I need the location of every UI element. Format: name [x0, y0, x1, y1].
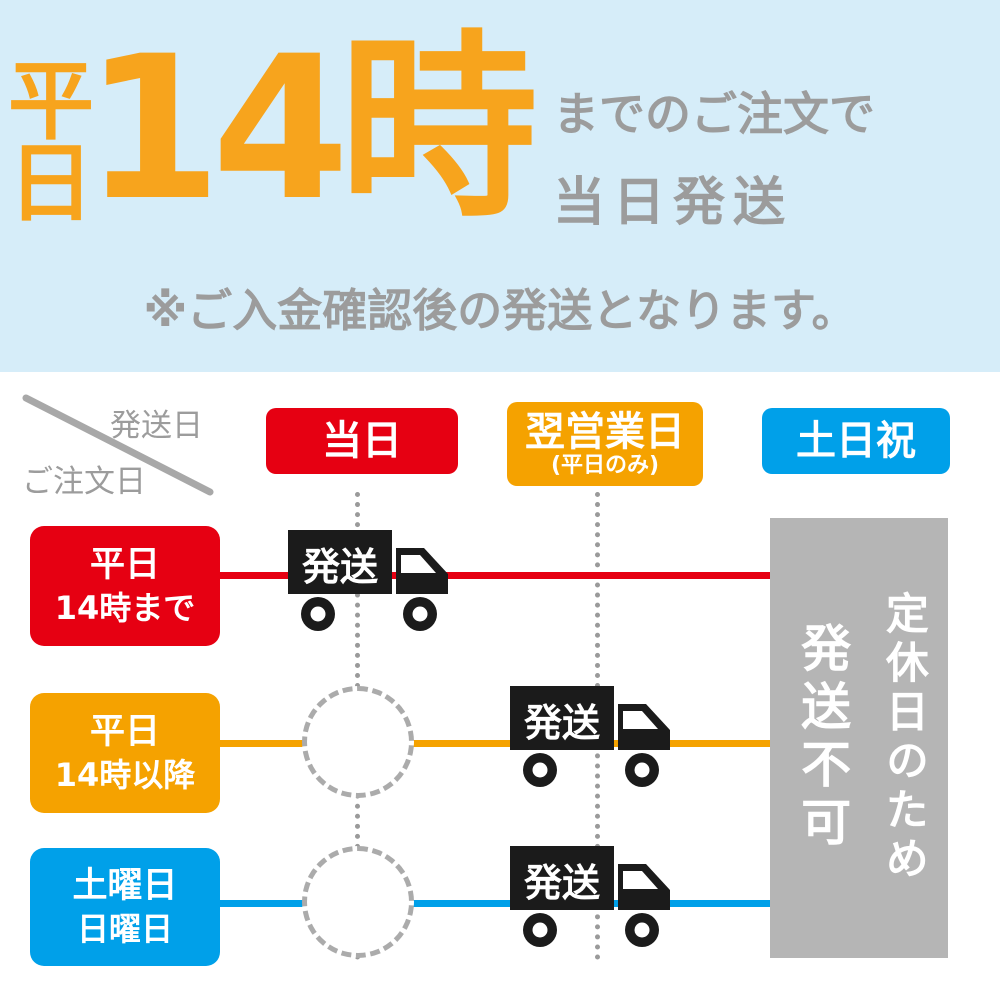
row-line2: 14時以降 — [54, 755, 196, 794]
row-label-weekday-after-14: 平日 14時以降 — [30, 693, 220, 813]
closed-notice-line2: 発送不可 — [793, 622, 852, 854]
row-line1: 平日 — [89, 712, 160, 753]
hero-right-text: までのご注文で 当日発送 — [553, 78, 875, 235]
column-header-weekend-holiday: 土日祝 — [762, 408, 950, 474]
timeline-weekday-after-14 — [208, 740, 778, 747]
column-label: 当日 — [322, 418, 402, 464]
row-line1: 土曜日 — [72, 866, 178, 907]
truck-icon: 発送 — [288, 530, 448, 631]
diagonal-divider — [22, 394, 214, 496]
column-header-next-business-day: 翌営業日 (平日のみ) — [507, 402, 703, 486]
no-ship-marker-row2 — [302, 686, 414, 798]
column-label: 土日祝 — [796, 418, 916, 464]
row-label-weekday-before-14: 平日 14時まで — [30, 526, 220, 646]
column-header-same-day: 当日 — [266, 408, 458, 474]
ship-label: 発送 — [524, 861, 600, 905]
corner-order-date-label: ご注文日 — [22, 464, 146, 500]
corner-ship-date-label: 発送日 — [110, 408, 203, 444]
ship-label: 発送 — [302, 545, 378, 589]
row-label-weekend: 土曜日 日曜日 — [30, 848, 220, 966]
column-sublabel: (平日のみ) — [550, 452, 660, 478]
column-label: 翌営業日 — [525, 408, 685, 455]
hero-weekday-label: 平日 — [8, 52, 94, 234]
row-line2: 日曜日 — [76, 909, 173, 948]
no-ship-marker-row3 — [302, 846, 414, 958]
closed-notice-line1: 定休日のため — [878, 591, 929, 885]
row-line1: 平日 — [89, 545, 160, 586]
hero-same-day-shipping: 当日発送 — [553, 173, 794, 233]
hero-order-suffix: までのご注文で — [553, 87, 875, 141]
payment-confirmation-note: ※ご入金確認後の発送となります。 — [143, 284, 857, 337]
closed-day-notice-box: 定休日のため 発送不可 — [770, 518, 948, 958]
timeline-weekend — [208, 900, 778, 907]
truck-icon: 発送 — [510, 846, 670, 947]
hero-deadline-time: 14時 — [84, 13, 538, 244]
ship-label: 発送 — [524, 701, 600, 745]
truck-icon: 発送 — [510, 686, 670, 787]
closed-day-notice-text: 定休日のため 発送不可 — [778, 591, 941, 885]
row-line2: 14時まで — [54, 588, 196, 627]
hero-banner: 平日 14時 までのご注文で 当日発送 ※ご入金確認後の発送となります。 — [0, 0, 1000, 372]
timeline-weekday-before-14 — [208, 572, 778, 579]
